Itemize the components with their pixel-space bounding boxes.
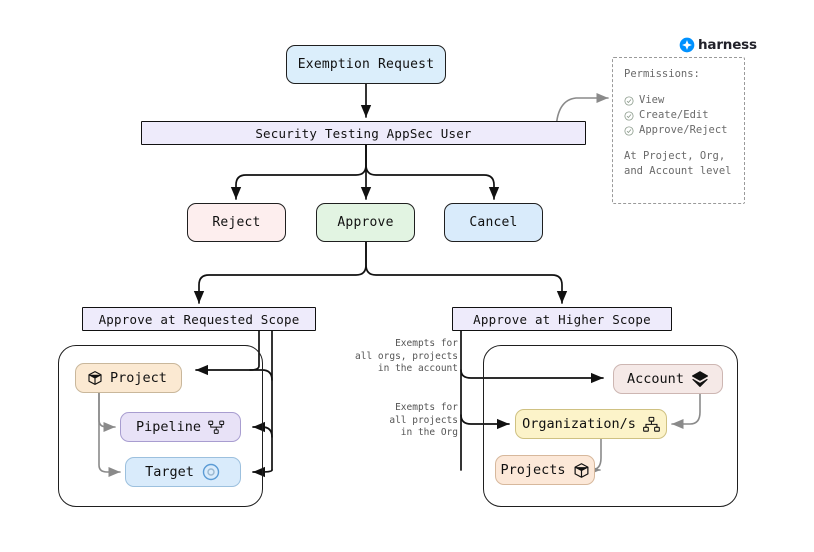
cancel-action-node[interactable]: Cancel xyxy=(444,203,543,242)
pipeline-label: Pipeline xyxy=(135,419,202,435)
permission-label: Approve/Reject xyxy=(639,124,728,136)
cube-icon xyxy=(87,370,103,386)
layers-icon xyxy=(691,370,709,388)
account-exemption-note: Exempts for all orgs, projects in the ac… xyxy=(355,338,458,374)
account-node[interactable]: Account xyxy=(613,364,723,394)
project-node[interactable]: Project xyxy=(75,363,182,393)
pipeline-icon xyxy=(208,420,225,435)
account-label: Account xyxy=(627,371,684,387)
organizations-node[interactable]: Organization/s xyxy=(515,409,667,439)
target-icon xyxy=(201,462,221,482)
target-node[interactable]: Target xyxy=(125,457,241,487)
approve-requested-scope-node[interactable]: Approve at Requested Scope xyxy=(82,307,316,331)
projects-node[interactable]: Projects xyxy=(495,455,595,485)
permissions-title: Permissions: xyxy=(624,68,700,80)
projects-label: Projects xyxy=(500,462,566,478)
permission-label: View xyxy=(639,94,665,106)
permission-label: Create/Edit xyxy=(639,109,709,121)
harness-wordmark: harness xyxy=(698,37,757,53)
harness-logo: harness xyxy=(679,37,757,53)
higher-scope-cluster xyxy=(483,345,738,507)
organizations-label: Organization/s xyxy=(522,416,636,432)
permission-item-view: View xyxy=(624,93,744,108)
requested-scope-cluster xyxy=(58,345,263,507)
permission-item-approve-reject: Approve/Reject xyxy=(624,123,744,138)
org-icon xyxy=(643,416,660,433)
approve-higher-scope-node[interactable]: Approve at Higher Scope xyxy=(452,307,672,331)
harness-diamond-icon xyxy=(679,37,695,53)
check-circle-icon xyxy=(624,125,634,136)
check-circle-icon xyxy=(624,110,634,121)
reject-action-node[interactable]: Reject xyxy=(187,203,286,242)
approve-action-node[interactable]: Approve xyxy=(316,203,415,242)
permission-item-create-edit: Create/Edit xyxy=(624,108,744,123)
permissions-footer-line2: and Account level xyxy=(624,165,732,177)
permissions-panel: Permissions: View Create/Edit xyxy=(612,57,745,204)
permissions-footer-line1: At Project, Org, xyxy=(624,150,726,162)
check-circle-icon xyxy=(624,95,634,106)
appsec-user-node[interactable]: Security Testing AppSec User xyxy=(141,121,586,145)
project-label: Project xyxy=(110,370,167,386)
target-label: Target xyxy=(145,464,194,480)
org-exemption-note: Exempts for all projects in the Org xyxy=(389,402,458,438)
cube-icon xyxy=(573,462,590,479)
exemption-request-node[interactable]: Exemption Request xyxy=(286,45,446,84)
pipeline-node[interactable]: Pipeline xyxy=(120,412,241,442)
